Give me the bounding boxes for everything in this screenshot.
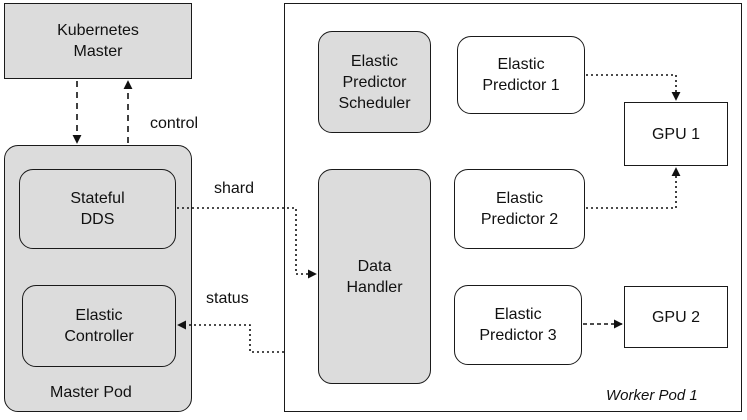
kubernetes-master-box: Kubernetes Master — [4, 3, 192, 79]
stateful-dds-box: Stateful DDS — [19, 169, 176, 249]
status-arrow — [177, 320, 284, 353]
predictor-1-line1: Elastic — [497, 56, 545, 73]
elastic-predictor-scheduler-box: Elastic Predictor Scheduler — [318, 31, 431, 133]
elastic-predictor-2-box: Elastic Predictor 2 — [454, 169, 585, 249]
scheduler-line3: Scheduler — [338, 94, 411, 112]
elastic-controller-line1: Elastic — [75, 307, 123, 324]
predictor-1-line2: Predictor 1 — [482, 77, 560, 94]
predictor-3-line2: Predictor 3 — [479, 327, 557, 344]
elastic-controller-line2: Controller — [64, 328, 134, 345]
worker-pod-title: Worker Pod 1 — [606, 387, 698, 404]
stateful-dds-line2: DDS — [80, 211, 115, 228]
elastic-predictor-1-box: Elastic Predictor 1 — [457, 36, 585, 114]
elastic-controller-box: Elastic Controller — [22, 285, 176, 367]
gpu-2-label: GPU 2 — [651, 308, 700, 326]
gpu-1-box: GPU 1 — [624, 102, 728, 166]
scheduler-line1: Elastic — [350, 52, 399, 70]
predictor-3-line1: Elastic — [494, 306, 542, 323]
stateful-dds-line1: Stateful — [70, 190, 125, 207]
kubernetes-master-line1: Kubernetes — [57, 22, 139, 39]
gpu-2-box: GPU 2 — [624, 286, 728, 348]
predictor-2-line1: Elastic — [495, 190, 544, 207]
data-handler-line1: Data — [357, 257, 392, 275]
control-edge-label: control — [150, 115, 199, 132]
predictor-2-line2: Predictor 2 — [480, 211, 559, 228]
kubernetes-master-line2: Master — [73, 43, 123, 60]
data-handler-box: Data Handler — [318, 169, 431, 384]
data-handler-line2: Handler — [346, 278, 403, 296]
elastic-predictor-3-box: Elastic Predictor 3 — [454, 285, 582, 365]
status-edge-label: status — [206, 290, 249, 307]
gpu-1-label: GPU 1 — [651, 125, 700, 143]
scheduler-line2: Predictor — [342, 73, 407, 91]
shard-edge-label: shard — [214, 180, 255, 197]
master-pod-title: Master Pod — [50, 384, 132, 401]
